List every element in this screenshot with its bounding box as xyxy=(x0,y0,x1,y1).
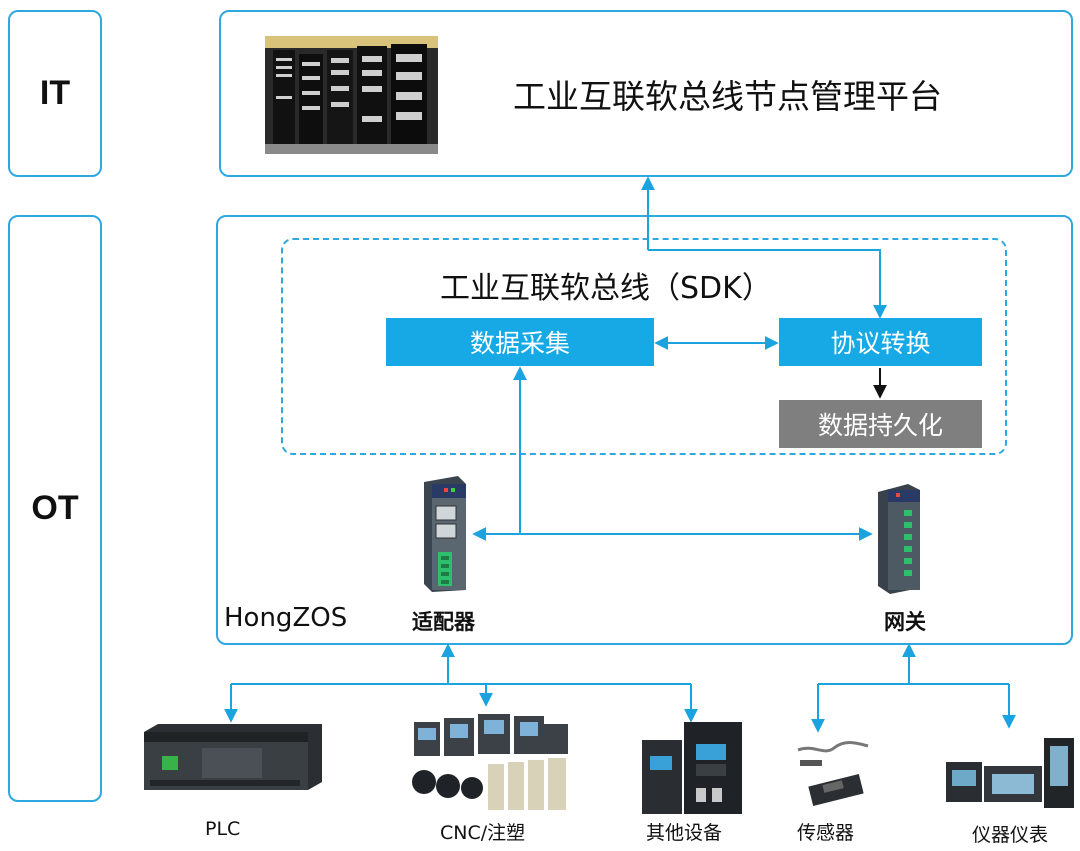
platform-title: 工业互联软总线节点管理平台 xyxy=(513,77,942,116)
ot-layer-label: OT xyxy=(31,489,79,527)
hongzos-label: HongZOS xyxy=(224,603,348,633)
ot-layer-box: OT xyxy=(8,215,102,802)
other-device-icon xyxy=(642,722,742,814)
adapter-device xyxy=(418,476,472,592)
adapter-label: 适配器 xyxy=(412,610,475,634)
cnc-device xyxy=(404,714,574,814)
cnc-device-icon xyxy=(412,714,568,810)
platform-box: 工业互联软总线节点管理平台 xyxy=(219,10,1073,177)
sensor-device-icon xyxy=(797,741,869,806)
cnc-label: CNC/注塑 xyxy=(440,822,526,844)
plc-device xyxy=(142,722,324,790)
sdk-title: 工业互联软总线（SDK） xyxy=(440,271,772,306)
server-rack-image xyxy=(265,36,438,154)
platform-to-protocol-line xyxy=(648,249,887,319)
instrument-device xyxy=(944,736,1078,812)
data-collection-box: 数据采集 xyxy=(386,318,654,366)
gateway-device-icon xyxy=(878,484,920,594)
adapter-device-icon xyxy=(424,476,466,592)
it-layer-label: IT xyxy=(39,74,71,112)
it-layer-box: IT xyxy=(8,10,102,177)
server-rack-icon xyxy=(265,36,438,154)
instrument-device-icon xyxy=(946,738,1074,808)
sensor-label: 传感器 xyxy=(797,822,855,844)
gateway-device xyxy=(874,484,924,594)
plc-label: PLC xyxy=(205,818,241,840)
other-device xyxy=(640,720,746,816)
instrument-label: 仪器仪表 xyxy=(972,824,1049,846)
other-label: 其他设备 xyxy=(646,822,723,844)
data-persistence-box: 数据持久化 xyxy=(779,400,982,448)
sdk-dashed-box xyxy=(281,238,1007,455)
plc-device-icon xyxy=(144,724,322,790)
sensor-device xyxy=(794,738,874,808)
protocol-conversion-box: 协议转换 xyxy=(779,318,982,366)
gateway-label: 网关 xyxy=(884,610,926,634)
